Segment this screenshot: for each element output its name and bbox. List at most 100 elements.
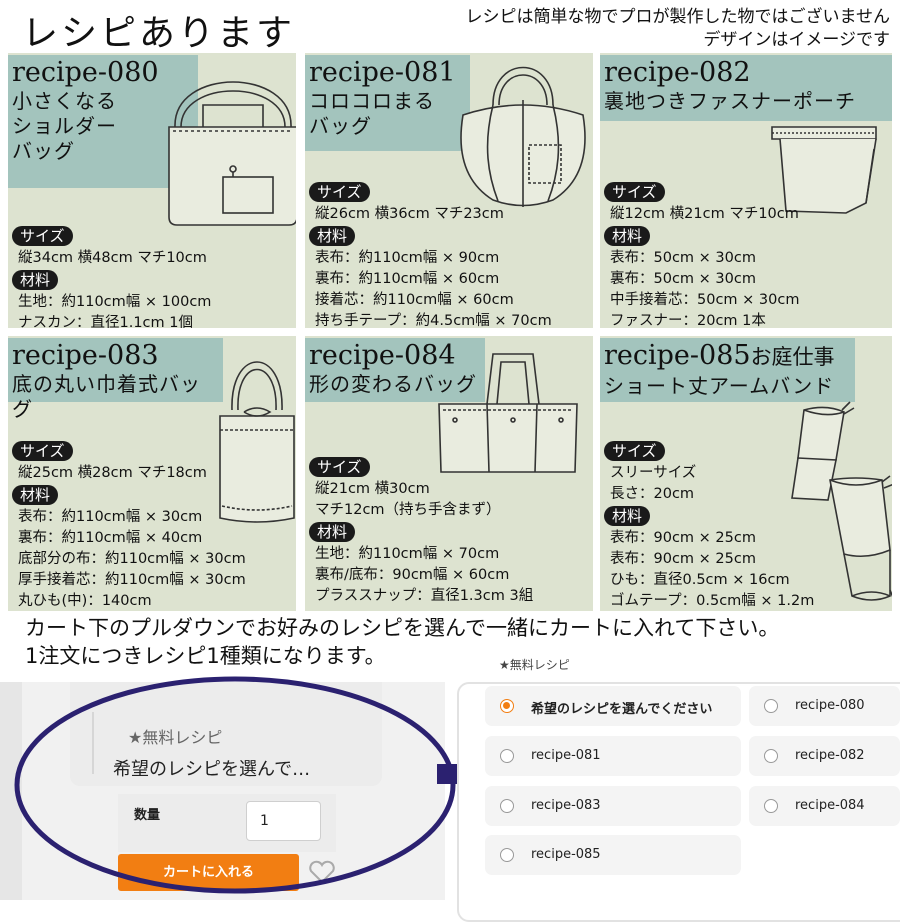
material-line: 裏布：約110cm幅 × 60cm <box>315 271 500 287</box>
recipe-name-line: 小さくなる <box>12 89 117 113</box>
shoulder-bag-illustration <box>168 81 296 226</box>
radio-icon[interactable] <box>500 749 514 763</box>
recipe-title-block: recipe-085お庭仕事 ショート丈アームバンド <box>600 338 855 402</box>
size-badge: サイズ <box>309 182 370 202</box>
material-line: 底部分の布：約110cm幅 × 30cm <box>18 551 246 567</box>
recipe-option[interactable]: recipe-080 <box>749 686 900 726</box>
recipe-option[interactable]: recipe-083 <box>485 786 741 826</box>
recipe-name-line: ショルダー <box>12 114 117 138</box>
material-line: ひも：直径0.5cm × 16cm <box>610 572 790 588</box>
size-line: 縦12cm 横21cm マチ10cm <box>610 206 799 222</box>
recipe-code-suffix: お庭仕事 <box>750 345 835 369</box>
material-line: 丸ひも(中)：140cm <box>18 593 152 609</box>
recipe-card-081: recipe-081 コロコロまる バッグ サイズ 縦26cm 横36cm マチ… <box>305 53 593 328</box>
size-badge: サイズ <box>604 182 665 202</box>
page-title: レシピあります <box>22 13 296 54</box>
quantity-label: 数量 <box>134 808 161 823</box>
material-line: 表布：約110cm幅 × 30cm <box>18 509 203 525</box>
side-strip <box>0 682 22 900</box>
recipe-card-080: recipe-080 小さくなる ショルダー バッグ サイズ 縦34cm 横48… <box>8 53 296 328</box>
recipe-specs: サイズ 縦12cm 横21cm マチ10cm 材料 表布：50cm × 30cm… <box>604 181 799 328</box>
options-screenshot: ★無料レシピ 希望のレシピを選んでください recipe-080 recipe-… <box>457 652 900 922</box>
material-line: 裏布：約110cm幅 × 40cm <box>18 530 203 546</box>
material-line: ゴムテープ：0.5cm幅 × 1.2m <box>610 593 815 609</box>
recipe-option[interactable]: recipe-084 <box>749 786 900 826</box>
material-badge: 材料 <box>12 270 59 290</box>
recipe-option[interactable]: 希望のレシピを選んでください <box>485 686 741 726</box>
size-line: スリーサイズ <box>610 465 697 481</box>
recipe-name-line: 形の変わるバッグ <box>309 372 477 396</box>
recipe-name-line: 底の丸い巾着式バッグ <box>12 372 201 421</box>
recipe-specs: サイズ 縦34cm 横48cm マチ10cm 材料 生地：約110cm幅 × 1… <box>12 225 211 328</box>
size-line: 縦25cm 横28cm マチ18cm <box>18 465 207 481</box>
recipe-title-block: recipe-081 コロコロまる バッグ <box>305 55 470 151</box>
material-line: プラススナップ：直径1.3cm 3組 <box>315 588 534 604</box>
recipe-code: recipe-084 <box>309 340 456 371</box>
recipe-option[interactable]: recipe-081 <box>485 736 741 776</box>
cart-screenshot: ★無料レシピ 希望のレシピを選んで… 数量 1 カートに入れる <box>0 682 445 900</box>
material-badge: 材料 <box>12 485 59 505</box>
size-line: 縦21cm 横30cm <box>315 481 430 497</box>
recipe-title-block: recipe-084 形の変わるバッグ <box>305 338 485 402</box>
material-line: 持ち手テープ：約4.5cm幅 × 70cm <box>315 313 552 328</box>
size-badge: サイズ <box>309 457 370 477</box>
recipe-name-line: 裏地つきファスナーポーチ <box>604 89 856 113</box>
options-label: ★無料レシピ <box>499 658 570 672</box>
material-line: 表布：90cm × 25cm <box>610 551 756 567</box>
radio-icon[interactable] <box>764 749 778 763</box>
disclaimer-line-1: レシピは簡単な物でプロが製作した物ではございません <box>465 7 891 27</box>
size-line: マチ12cm（持ち手含まず） <box>315 502 501 518</box>
recipe-code: recipe-085お庭仕事 <box>604 339 849 374</box>
material-line: ナスカン：直径1.1cm 1個 <box>18 315 193 328</box>
recipe-card-082: recipe-082 裏地つきファスナーポーチ サイズ 縦12cm 横21cm … <box>600 53 892 328</box>
recipe-name-line: ショート丈アームバンド <box>604 374 835 398</box>
option-label: recipe-083 <box>531 798 601 813</box>
material-badge: 材料 <box>309 226 356 246</box>
material-line: 厚手接着芯：約110cm幅 × 30cm <box>18 572 246 588</box>
recipe-title-block: recipe-080 小さくなる ショルダー バッグ <box>8 55 198 188</box>
material-line: 表布：50cm × 30cm <box>610 250 756 266</box>
recipe-option[interactable]: recipe-082 <box>749 736 900 776</box>
drawstring-bag-illustration <box>219 361 295 523</box>
arm-band-illustration <box>791 401 892 601</box>
quantity-block: 数量 1 <box>118 794 336 852</box>
recipe-select-dropdown[interactable]: ★無料レシピ 希望のレシピを選んで… <box>70 682 382 786</box>
material-line: 生地：約110cm幅 × 100cm <box>18 294 212 310</box>
radio-selected-icon[interactable] <box>500 699 514 713</box>
zipper-pouch-illustration <box>771 126 877 214</box>
option-label: 希望のレシピを選んでください <box>531 702 713 717</box>
quantity-input[interactable]: 1 <box>246 801 321 841</box>
recipe-option[interactable]: recipe-085 <box>485 835 741 875</box>
material-line: 裏布：50cm × 30cm <box>610 271 756 287</box>
material-line: 生地：約110cm幅 × 70cm <box>315 546 500 562</box>
divider <box>92 712 94 774</box>
order-instructions: カート下のプルダウンでお好みのレシピを選んで一緒にカートに入れて下さい。 1注文… <box>25 614 779 670</box>
material-badge: 材料 <box>604 226 651 246</box>
radio-icon[interactable] <box>500 799 514 813</box>
recipe-title-block: recipe-083 底の丸い巾着式バッグ <box>8 338 223 421</box>
option-label: recipe-080 <box>795 698 865 713</box>
radio-icon[interactable] <box>764 799 778 813</box>
recipe-name-line: バッグ <box>12 139 75 163</box>
size-line: 縦26cm 横36cm マチ23cm <box>315 206 504 222</box>
size-badge: サイズ <box>12 226 73 246</box>
add-to-cart-button[interactable]: カートに入れる <box>118 854 299 891</box>
material-badge: 材料 <box>309 522 356 542</box>
recipe-code: recipe-081 <box>309 57 456 88</box>
recipe-select-label: ★無料レシピ <box>128 728 223 747</box>
material-line: 接着芯：約110cm幅 × 60cm <box>315 292 514 308</box>
recipe-specs: サイズ 縦21cm 横30cm マチ12cm（持ち手含まず） 材料 生地：約11… <box>309 456 533 607</box>
material-line: 中手接着芯：50cm × 30cm <box>610 292 800 308</box>
radio-icon[interactable] <box>500 848 514 862</box>
disclaimer-note: レシピは簡単な物でプロが製作した物ではございません デザインはイメージです <box>466 6 891 52</box>
radio-icon[interactable] <box>764 699 778 713</box>
recipe-specs: サイズ スリーサイズ 長さ：20cm 材料 表布：90cm × 25cm 表布：… <box>604 440 814 611</box>
highlight-ellipse <box>14 676 456 894</box>
recipe-name-line: コロコロまる <box>309 89 435 113</box>
recipe-card-083: recipe-083 底の丸い巾着式バッグ サイズ 縦25cm 横28cm マチ… <box>8 336 296 611</box>
option-label: recipe-081 <box>531 748 601 763</box>
material-line: ファスナー：20cm 1本 <box>610 313 766 328</box>
recipe-code: recipe-080 <box>12 57 159 88</box>
heart-icon[interactable] <box>308 860 336 884</box>
material-line: 表布：90cm × 25cm <box>610 530 756 546</box>
